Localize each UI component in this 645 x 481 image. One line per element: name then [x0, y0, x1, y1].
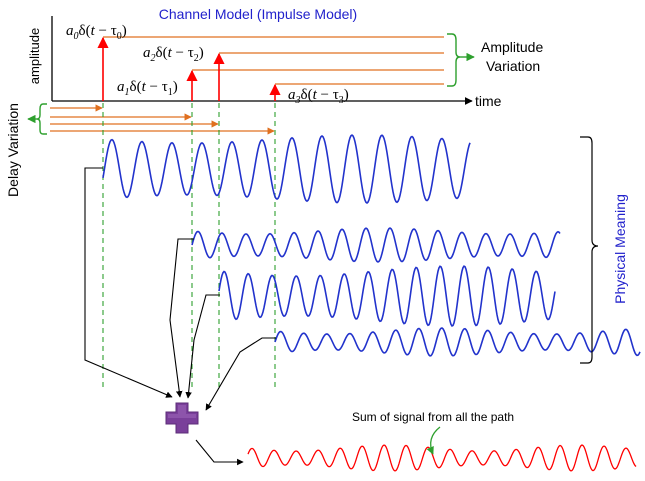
sum-wave — [247, 444, 637, 472]
impulse-tau-sub: 0 — [117, 31, 122, 42]
amplitude-variation-label-1: Amplitude — [481, 39, 543, 55]
physical-meaning-label: Physical Meaning — [612, 194, 628, 304]
connector-path-0 — [84, 167, 173, 398]
impulse-label-2: a2δ(t − τ2) — [143, 45, 204, 64]
amplitude-level-lines — [103, 36, 444, 85]
received-wave-path-3 — [274, 327, 641, 357]
y-axis-label: amplitude — [27, 28, 42, 84]
delay-bracket — [27, 103, 47, 135]
sum-pointer — [426, 426, 441, 455]
received-wave-path-2 — [218, 265, 556, 327]
delay-lines — [50, 104, 275, 135]
impulse-arrows — [97, 36, 281, 101]
impulse-label-1: a1δ(t − τ1) — [117, 79, 178, 98]
received-wave-path-0 — [102, 134, 471, 204]
impulse-label-3: a3δ(t − τ3) — [288, 87, 349, 106]
connector-sum-out — [195, 439, 244, 466]
svg-text:a0δ(t − τ0): a0δ(t − τ0) — [66, 23, 127, 42]
received-wave-path-1 — [191, 227, 561, 263]
sum-connectors — [84, 167, 276, 466]
impulse-coef-sub: 0 — [74, 31, 79, 42]
sum-label: Sum of signal from all the path — [352, 410, 514, 424]
impulse-coef: a — [66, 23, 74, 39]
amplitude-variation-label-2: Variation — [486, 58, 540, 74]
svg-text:a2δ(t − τ2): a2δ(t − τ2) — [143, 45, 204, 64]
x-axis-label: time — [475, 93, 502, 109]
delay-variation-label: Delay Variation — [5, 103, 21, 197]
connector-path-2 — [185, 294, 220, 399]
amplitude-bracket — [447, 33, 475, 87]
physical-meaning-bracket — [580, 136, 599, 364]
svg-text:a3δ(t − τ3): a3δ(t − τ3) — [288, 87, 349, 106]
connector-path-3 — [205, 337, 276, 411]
impulse-label-0: a0δ(t − τ0) — [66, 23, 127, 42]
delay-guide-lines — [102, 103, 276, 387]
plus-icon — [165, 402, 199, 434]
connector-path-1 — [169, 238, 194, 398]
diagram-title: Channel Model (Impulse Model) — [159, 6, 357, 22]
svg-text:a1δ(t − τ1): a1δ(t − τ1) — [117, 79, 178, 98]
